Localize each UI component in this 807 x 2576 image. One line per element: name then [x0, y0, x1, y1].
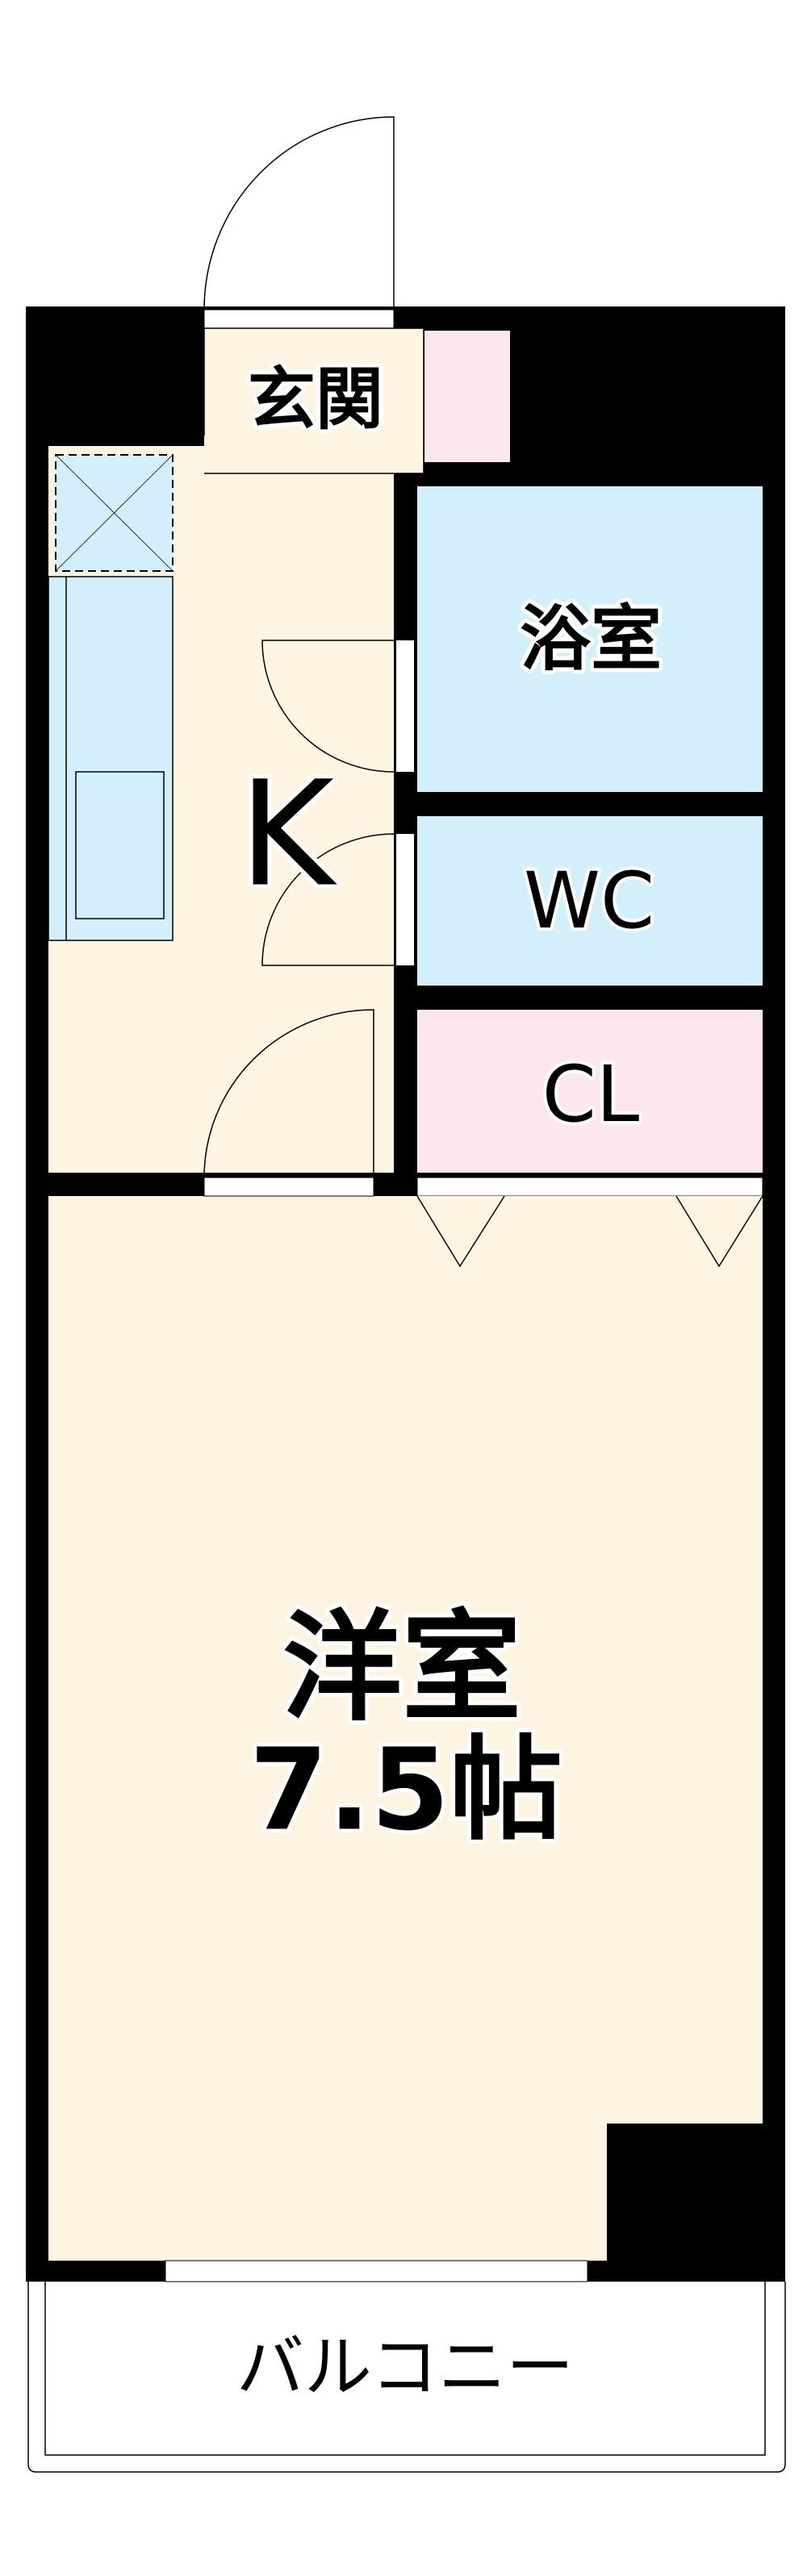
- western-room-size: 7.5帖: [249, 1725, 562, 1857]
- bath-label: 浴室: [520, 598, 662, 681]
- toilet-door: [261, 833, 414, 966]
- closet-label: CL: [542, 1049, 640, 1140]
- room-door: [203, 1009, 374, 1197]
- balcony: [27, 2282, 786, 2473]
- bath-floor: [417, 486, 763, 792]
- balcony-label: バルコニー: [236, 2328, 574, 2407]
- refrigerator-space: [55, 454, 174, 572]
- balcony-window: [165, 2260, 588, 2282]
- kitchen-counter: [48, 576, 174, 941]
- bath-door: [261, 640, 414, 773]
- closet-floor: [417, 1010, 763, 1173]
- closet-opening: [416, 1177, 763, 1197]
- toilet-label: WC: [524, 856, 654, 946]
- western-room-floor: [48, 1196, 763, 2261]
- shoe-storage: [424, 331, 510, 462]
- kitchen-label: K: [239, 751, 337, 919]
- western-room-label: 洋室: [282, 1599, 521, 1737]
- pillar: [607, 2124, 763, 2282]
- closet-folding-doors: [416, 1195, 763, 1268]
- entrance-label: 玄関: [248, 360, 383, 439]
- kitchen-floor-upper: [204, 436, 394, 473]
- entrance-opening: [203, 309, 395, 329]
- sink: [75, 771, 165, 919]
- toilet-floor: [417, 816, 763, 986]
- entrance-door: [203, 116, 395, 311]
